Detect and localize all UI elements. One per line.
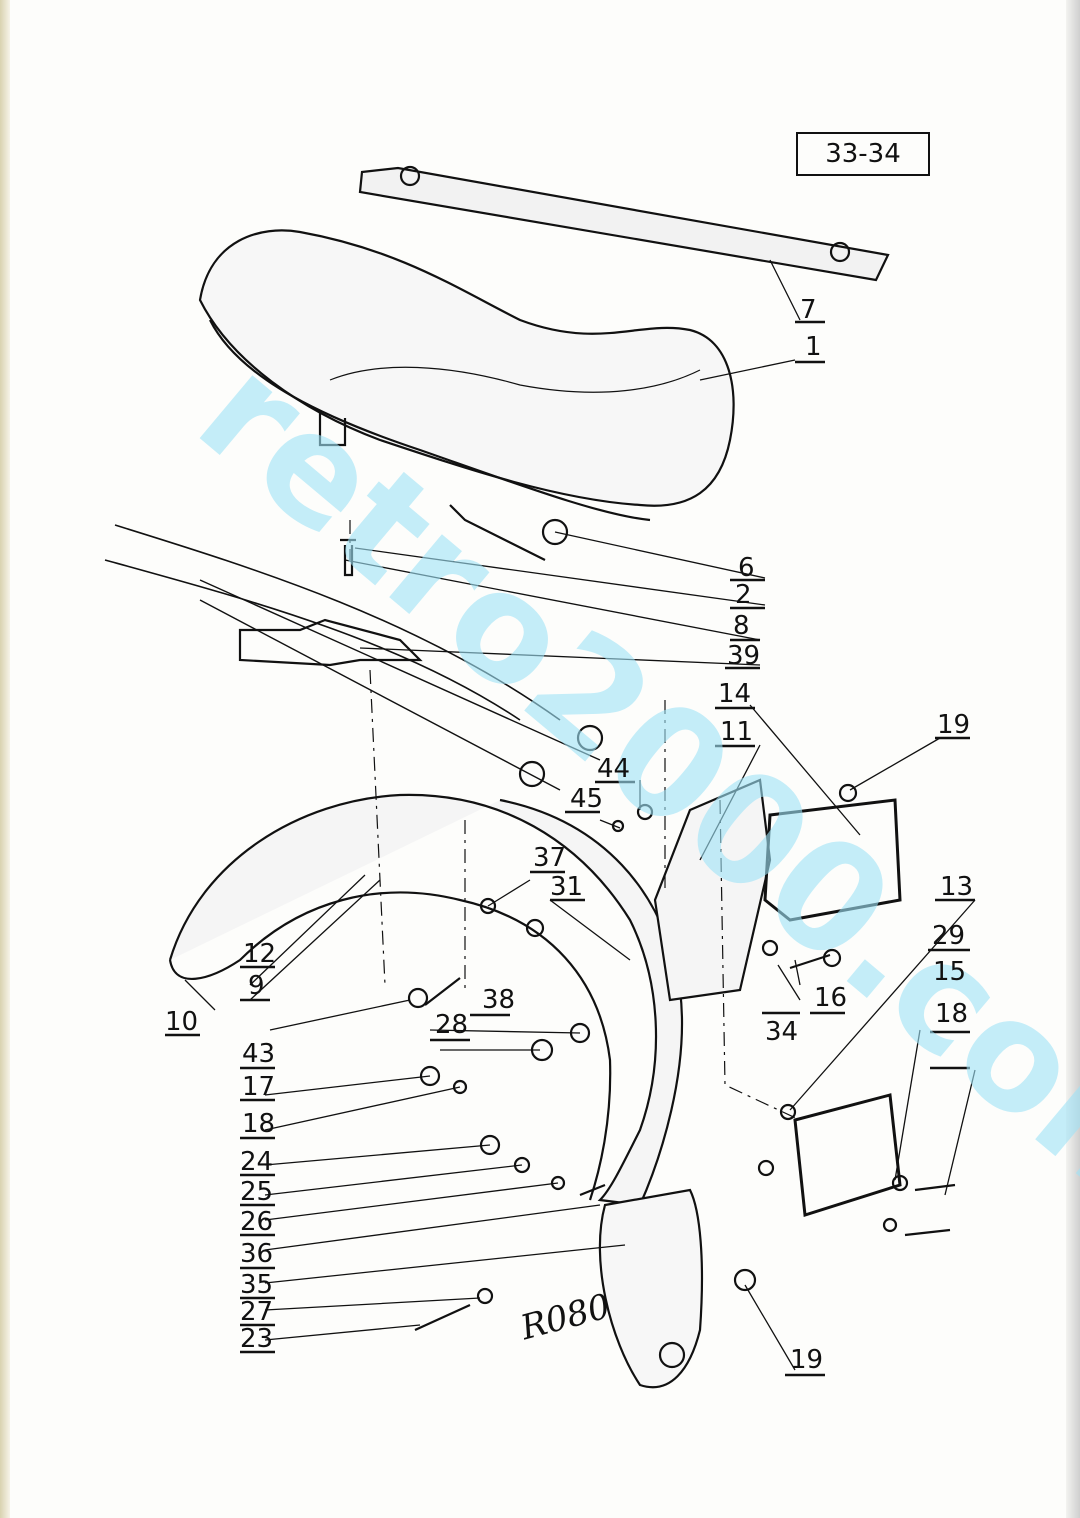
label-35: 35 bbox=[240, 1270, 273, 1300]
label-14: 14 bbox=[718, 679, 751, 709]
label-31: 31 bbox=[550, 872, 583, 902]
frame-tube bbox=[104, 524, 561, 721]
plate-29 bbox=[793, 1093, 902, 1217]
label-38: 38 bbox=[482, 985, 515, 1015]
signature: R080 bbox=[516, 1286, 615, 1348]
seat-strap bbox=[358, 166, 890, 282]
label-26: 26 bbox=[240, 1207, 273, 1237]
strap-bolt bbox=[829, 241, 851, 263]
mudguard-tail bbox=[598, 1188, 704, 1389]
part-labels: 7 1 6 2 8 39 14 11 19 44 45 37 31 13 29 … bbox=[165, 295, 973, 1375]
label-16: 16 bbox=[814, 983, 847, 1013]
label-2: 2 bbox=[735, 580, 752, 610]
label-19: 19 bbox=[937, 710, 970, 740]
label-24: 24 bbox=[240, 1147, 273, 1177]
label-39: 39 bbox=[727, 641, 760, 671]
label-27: 27 bbox=[240, 1297, 273, 1327]
frame-bushing bbox=[518, 760, 546, 788]
label-43: 43 bbox=[242, 1039, 275, 1069]
page-edge-right bbox=[1066, 0, 1080, 1518]
lens-14 bbox=[763, 798, 902, 922]
page-edge-left bbox=[0, 0, 10, 1518]
page-reference-box: 33-34 bbox=[796, 132, 930, 176]
label-12: 12 bbox=[243, 939, 276, 969]
label-37: 37 bbox=[533, 843, 566, 873]
label-15: 15 bbox=[933, 957, 966, 987]
label-1: 1 bbox=[805, 332, 822, 362]
label-34: 34 bbox=[765, 1017, 798, 1047]
strap-bolt bbox=[399, 165, 421, 187]
label-11: 11 bbox=[720, 717, 753, 747]
label-17: 17 bbox=[242, 1072, 275, 1102]
frame-bushing bbox=[576, 724, 604, 752]
label-29: 29 bbox=[932, 921, 965, 951]
label-28: 28 bbox=[435, 1010, 468, 1040]
jawa-logo bbox=[658, 1341, 686, 1369]
label-10: 10 bbox=[165, 1007, 198, 1037]
bracket-39 bbox=[238, 618, 423, 667]
label-23: 23 bbox=[240, 1324, 273, 1354]
label-44: 44 bbox=[597, 754, 630, 784]
seat-bracket bbox=[318, 410, 347, 447]
seat-nut bbox=[541, 518, 569, 546]
label-19b: 19 bbox=[790, 1345, 823, 1375]
seat bbox=[198, 229, 735, 507]
label-18b: 18 bbox=[242, 1109, 275, 1139]
label-13: 13 bbox=[940, 872, 973, 902]
label-9: 9 bbox=[248, 971, 265, 1001]
label-18: 18 bbox=[935, 999, 968, 1029]
label-6: 6 bbox=[738, 553, 755, 583]
seat-catch bbox=[449, 504, 546, 561]
label-8: 8 bbox=[733, 611, 750, 641]
label-36: 36 bbox=[240, 1239, 273, 1269]
label-45: 45 bbox=[570, 784, 603, 814]
label-25: 25 bbox=[240, 1177, 273, 1207]
drawing bbox=[104, 165, 976, 1389]
lamp-housing-11 bbox=[653, 778, 772, 1002]
label-7: 7 bbox=[800, 295, 817, 325]
